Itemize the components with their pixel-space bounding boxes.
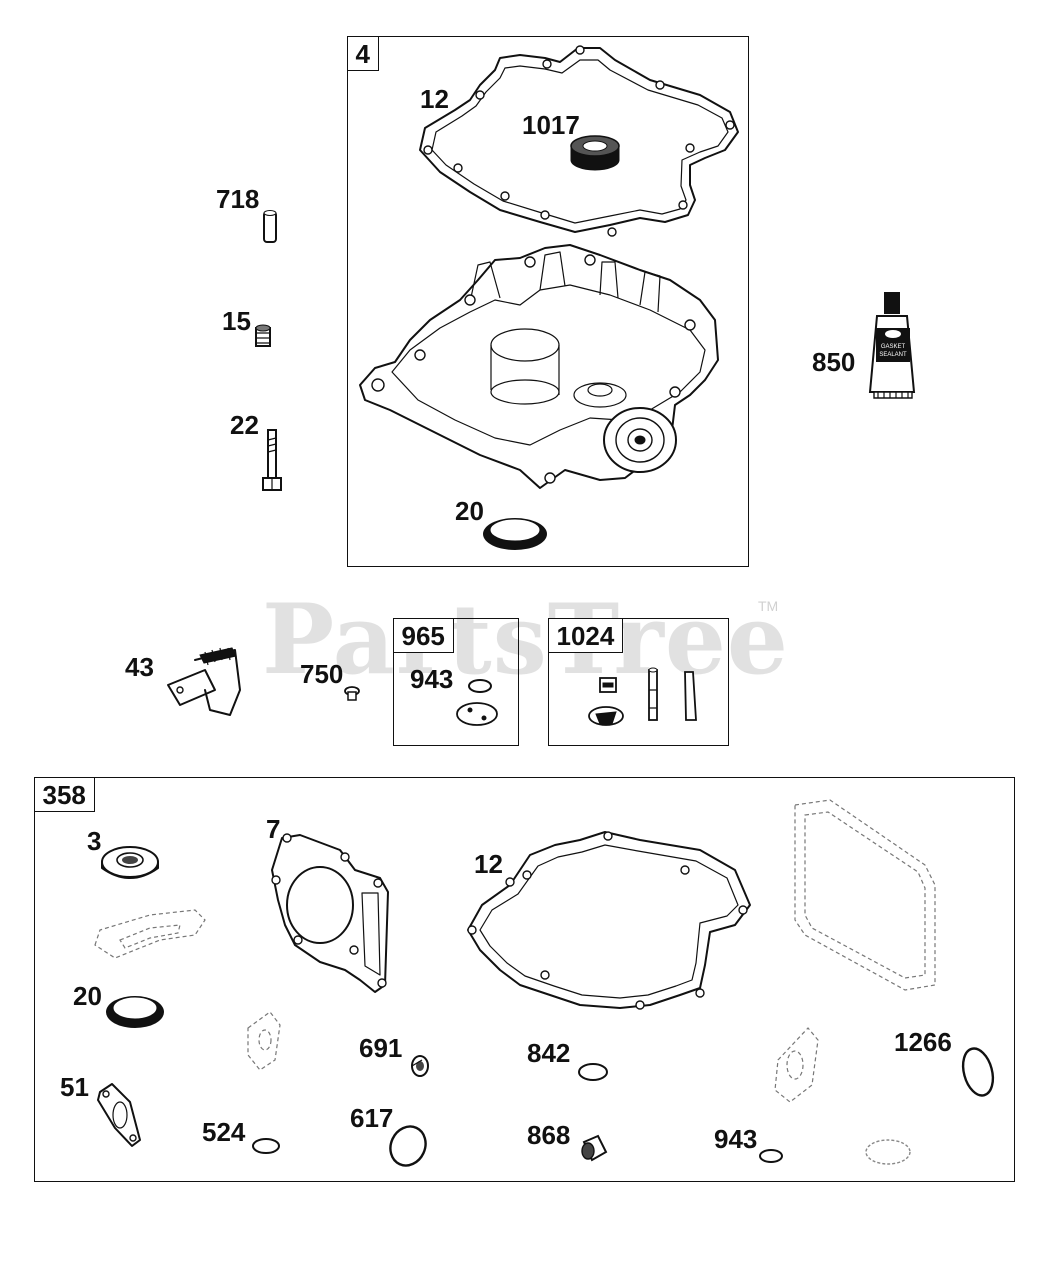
plug-15-drawing[interactable] [255,324,271,347]
seal-1017-drawing[interactable] [570,135,620,171]
gasket-unlabeled-right-drawing [794,799,936,991]
callout-20-top[interactable]: 20 [455,496,484,526]
head-gasket-7-drawing[interactable] [271,833,389,993]
callout-691[interactable]: 691 [359,1033,403,1063]
callout-1017[interactable]: 1017 [522,110,580,140]
callout-868[interactable]: 868 [527,1120,571,1150]
oring-1266-drawing[interactable] [958,1045,997,1099]
seal-20-bottom-drawing[interactable] [106,996,164,1028]
callout-7[interactable]: 7 [266,814,281,844]
tube-text-2: SEALANT [879,352,907,358]
seal-20-top-drawing[interactable] [483,518,547,550]
seal-3-drawing[interactable] [101,846,159,879]
oring-617-drawing[interactable] [384,1121,432,1172]
bushing-868-drawing[interactable] [581,1134,608,1162]
gasket-12-bottom-drawing[interactable] [467,831,751,1010]
callout-3[interactable]: 3 [87,826,102,856]
oring-524-drawing[interactable] [252,1138,280,1154]
callout-22[interactable]: 22 [230,410,259,440]
kit-box-4: 4 [346,35,749,567]
callout-850[interactable]: 850 [812,347,856,377]
callout-12-bottom[interactable]: 12 [474,849,503,879]
gasket-unlabeled-center-drawing [247,1011,281,1071]
sealant-tube-850-drawing[interactable] [868,292,916,399]
kit-box-1024: 1024 [547,617,729,746]
dowel-pin-718-drawing[interactable] [263,210,277,243]
kit-box-965: 965 [392,617,519,746]
gasket-unlabeled-small-right-drawing [774,1027,819,1103]
callout-12-top[interactable]: 12 [420,84,449,114]
oil-pump-1024-drawing[interactable] [588,667,697,726]
bolt-22-drawing[interactable] [262,429,282,491]
callout-943-kit[interactable]: 943 [410,664,454,694]
sump-cover-drawing[interactable] [359,244,719,489]
tube-text-1: GASKET [881,344,906,350]
callout-943-bottom[interactable]: 943 [714,1124,758,1154]
oring-943-kit-drawing[interactable] [468,679,492,693]
callout-718[interactable]: 718 [216,184,260,214]
gasket-51-drawing[interactable] [97,1083,141,1147]
oring-842-drawing[interactable] [578,1063,608,1081]
bracket-43-drawing[interactable] [167,647,241,716]
callout-51[interactable]: 51 [60,1072,89,1102]
watermark: PartsTree [262,583,789,696]
gasket-unlabeled-left-drawing [94,909,206,959]
callout-750[interactable]: 750 [300,659,344,689]
callout-617[interactable]: 617 [350,1103,394,1133]
callout-43[interactable]: 43 [125,652,154,682]
gasket-12-top-drawing[interactable] [419,45,739,237]
bushing-691-drawing[interactable] [411,1055,429,1077]
kit-label-965[interactable]: 965 [392,617,454,653]
kit-label-1024[interactable]: 1024 [547,617,624,653]
kit-label-358[interactable]: 358 [33,776,95,812]
callout-15[interactable]: 15 [222,306,251,336]
callout-524[interactable]: 524 [202,1117,246,1147]
oring-943-bottom-drawing[interactable] [759,1149,783,1163]
callout-20-bottom[interactable]: 20 [73,981,102,1011]
oring-unlabeled-drawing [865,1139,911,1165]
cover-plate-965-drawing[interactable] [456,702,498,726]
kit-box-358: 358 [33,776,1015,1182]
callout-1266[interactable]: 1266 [894,1027,952,1057]
watermark-trademark: TM [758,598,779,614]
callout-842[interactable]: 842 [527,1038,571,1068]
kit-label-4[interactable]: 4 [346,35,379,71]
screw-750-drawing[interactable] [344,686,360,701]
